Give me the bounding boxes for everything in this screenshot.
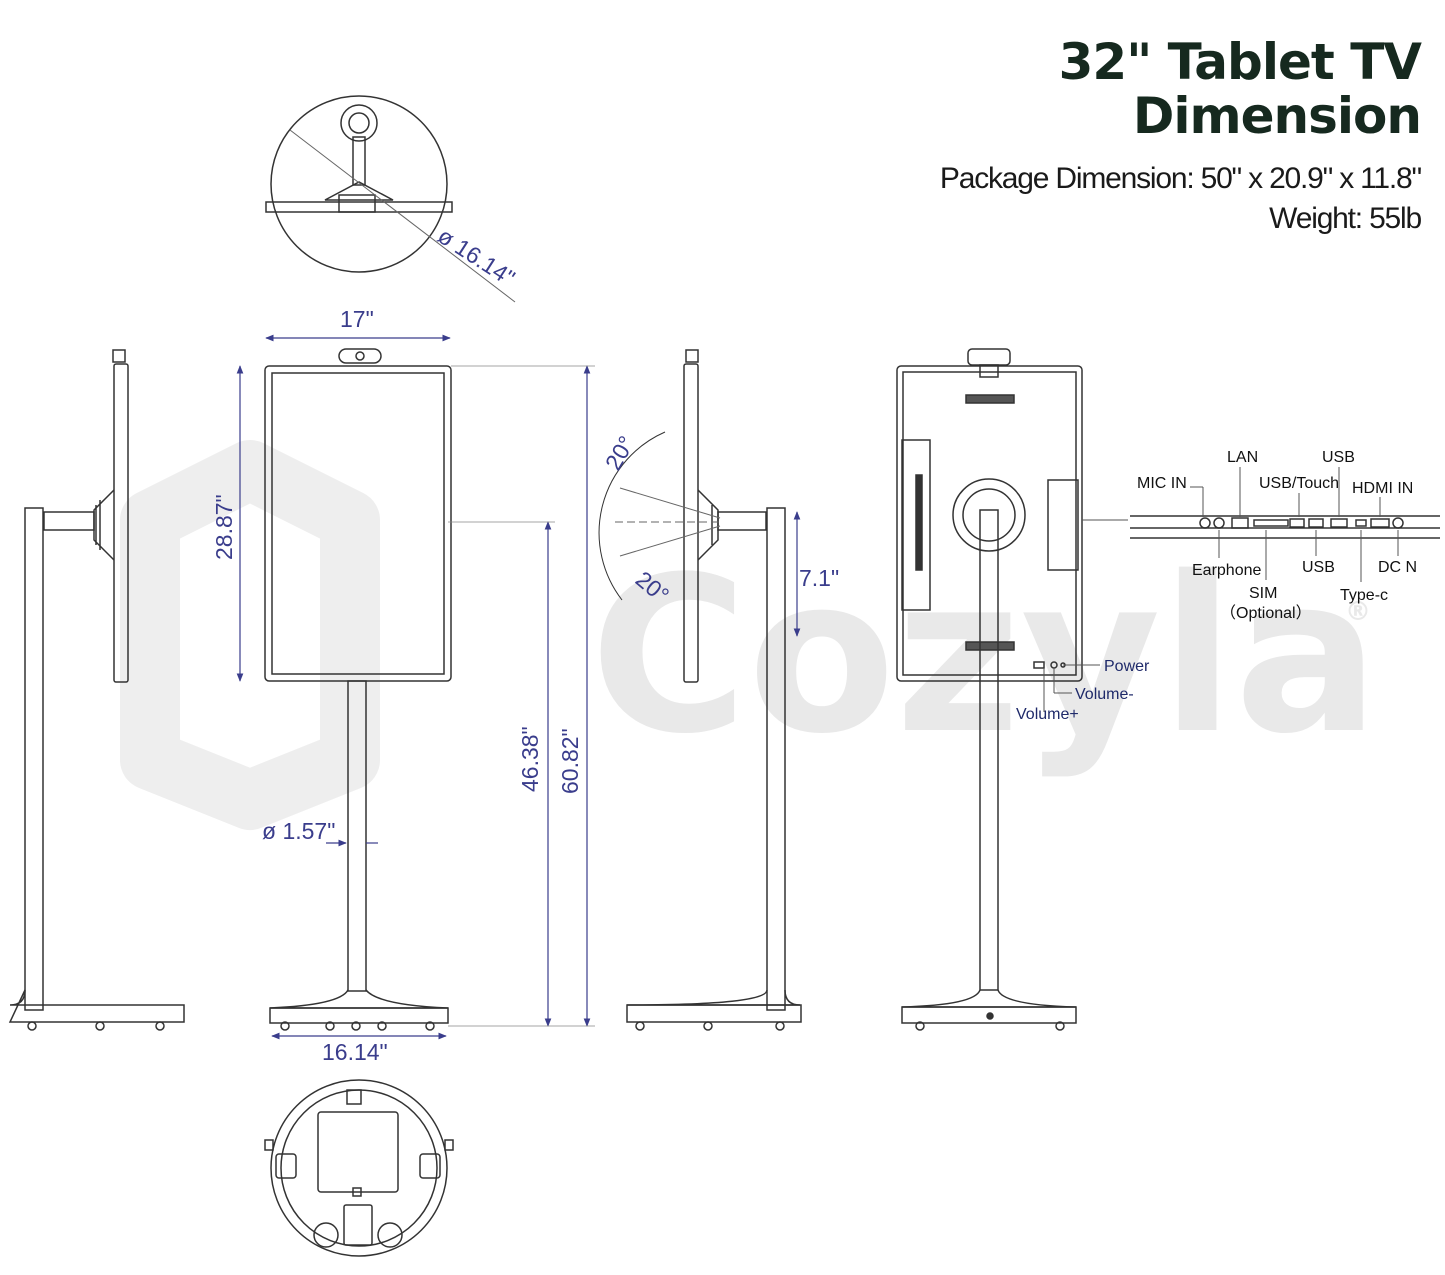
watermark: Cozyla ®: [120, 440, 1380, 830]
watermark-registered: ®: [1345, 597, 1371, 627]
volume-plus-label: Volume+: [1016, 706, 1079, 723]
watermark-brand: Cozyla: [590, 530, 1380, 781]
port-usb-bottom: USB: [1302, 559, 1335, 576]
port-type-c: Type-c: [1340, 587, 1388, 604]
port-sim: SIM: [1249, 585, 1277, 602]
front-view: [264, 348, 452, 1031]
arm-offset-label: 7.1": [799, 565, 839, 591]
dimension-lines: [236, 334, 591, 1040]
weight-label: Weight: 55lb: [1269, 202, 1422, 235]
port-dc-in: DC N: [1378, 559, 1417, 576]
bottom-view: [264, 1079, 454, 1257]
power-button-label: Power: [1104, 658, 1150, 675]
base-width-label: 16.14": [322, 1039, 388, 1065]
port-strip: [1130, 515, 1440, 539]
port-sim-optional: （Optional）: [1220, 604, 1312, 622]
stand-height-label: 46.38": [517, 726, 543, 792]
screen-width-label: 17": [340, 306, 374, 332]
pole-diameter-label: ø 1.57": [262, 818, 335, 844]
total-height-label: 60.82": [557, 728, 583, 794]
side-view-left: [8, 349, 185, 1031]
tilt-up-label: 20°: [600, 431, 640, 474]
port-lan: LAN: [1227, 449, 1258, 466]
side-view-right: [626, 349, 802, 1031]
port-hdmi-in: HDMI IN: [1352, 480, 1413, 497]
port-earphone: Earphone: [1192, 562, 1261, 579]
page-title: 32" Tablet TV: [1058, 33, 1422, 91]
package-dimension: Package Dimension: 50" x 20.9" x 11.8": [939, 162, 1422, 195]
port-mic-in: MIC IN: [1137, 475, 1187, 492]
port-usb-top: USB: [1322, 449, 1355, 466]
base-diameter-top-label: ø 16.14": [433, 222, 519, 291]
page-title-line2: Dimension: [1132, 87, 1422, 145]
top-view: [265, 95, 516, 303]
port-usb-touch: USB/Touch: [1259, 475, 1339, 492]
screen-height-label: 28.87": [211, 494, 237, 560]
back-view: [896, 348, 1083, 1031]
volume-minus-label: Volume-: [1075, 686, 1134, 703]
tilt-angle-lines: [598, 431, 721, 601]
